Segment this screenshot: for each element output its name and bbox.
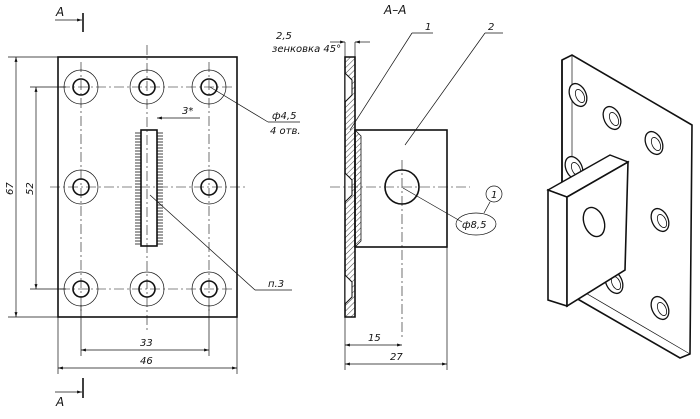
flange-hole-label: ф8,5 (462, 220, 486, 231)
section-view-title: A–A (383, 3, 406, 17)
section-view: A–A 2,5 зенковка 45° 1 (272, 3, 503, 370)
section-marker-bottom: A (55, 378, 84, 409)
dim-side-total-label: 27 (390, 352, 403, 363)
iso-hole (650, 295, 670, 321)
iso-hole (568, 82, 588, 108)
dim-side-offset: 15 (344, 317, 402, 370)
dim-side-offset-label: 15 (368, 333, 381, 344)
section-marker-top-label: A (55, 5, 64, 19)
callout-part-2: 2 (404, 22, 503, 146)
callout-part-1: 1 (349, 22, 433, 131)
callout-part-1-label: 1 (425, 22, 431, 33)
dim-width-overall: 46 (57, 317, 238, 374)
hole-count-label: 4 отв. (270, 126, 301, 137)
iso-hole-inner (650, 137, 662, 151)
iso-hole-inner (608, 112, 620, 126)
dim-weld-leg-label: 3* (182, 106, 193, 117)
iso-hole (602, 105, 622, 131)
iso-hole-inner (656, 302, 668, 316)
section-marker-bottom-label: A (55, 395, 64, 409)
iso-hole (650, 207, 670, 233)
dim-width-holes: 33 (80, 305, 210, 356)
dim-height-overall-label: 67 (5, 182, 16, 195)
dim-height-holes: 52 (25, 86, 66, 290)
mounting-hole-top-right (191, 69, 227, 105)
dim-side-total: 27 (345, 247, 448, 370)
iso-flange-hole (582, 206, 606, 238)
mounting-hole-mid-right (191, 169, 227, 205)
leader-weld-reference: п.3 (149, 194, 292, 291)
section-marker-top: A (55, 5, 84, 32)
callout-part-2-label: 2 (488, 22, 494, 33)
iso-hole-inner (656, 214, 668, 228)
dim-countersink: 2,5 зенковка 45° (272, 31, 370, 57)
leader-flange-hole: ф8,5 1 (402, 185, 503, 236)
weld-strip (140, 129, 158, 247)
mounting-hole-top-center (129, 69, 165, 105)
hole-diameter-label: ф4,5 (272, 111, 296, 122)
circle-ref (485, 185, 503, 203)
dim-width-overall-label: 46 (140, 356, 153, 367)
weld-reference-label: п.3 (268, 279, 284, 290)
mounting-hole-bottom-center (129, 271, 165, 307)
section-flange (354, 129, 448, 248)
front-view: 67 52 33 46 3* (5, 5, 301, 409)
dim-height-holes-label: 52 (25, 182, 36, 195)
mounting-hole-mid-left (63, 169, 99, 205)
leader-hole-diameter: ф4,5 4 отв. (209, 86, 301, 137)
isometric-view (546, 54, 693, 359)
circle-ref-label: 1 (491, 190, 497, 201)
flange-hole-ellipse (455, 212, 497, 236)
weld-teeth (135, 132, 163, 245)
iso-hole (644, 130, 664, 156)
iso-flange-face (547, 188, 568, 308)
countersink-note: зенковка 45° (272, 44, 341, 55)
dim-countersink-label: 2,5 (276, 31, 292, 42)
dim-height-overall: 67 (5, 56, 58, 318)
dim-weld-leg: 3* (157, 106, 200, 120)
iso-hole-inner (574, 89, 586, 103)
dim-width-holes-label: 33 (140, 338, 153, 349)
